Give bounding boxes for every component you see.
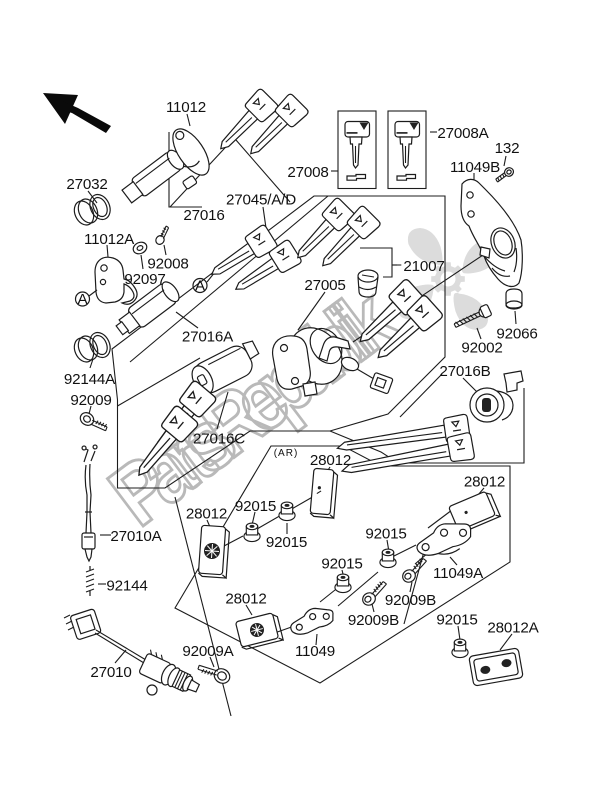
svg-text:92009A: 92009A	[182, 643, 234, 660]
svg-text:27008: 27008	[287, 164, 328, 181]
svg-text:27010: 27010	[90, 664, 131, 681]
svg-text:11012: 11012	[166, 99, 206, 116]
svg-text:–: –	[393, 256, 402, 273]
svg-text:92015: 92015	[235, 498, 276, 515]
svg-text:92009: 92009	[70, 392, 111, 409]
svg-text:92097: 92097	[124, 271, 165, 288]
svg-text:27005: 27005	[304, 277, 345, 294]
svg-text:A: A	[195, 278, 206, 295]
svg-text:27032: 27032	[66, 176, 107, 193]
svg-text:28012A: 28012A	[487, 620, 539, 637]
svg-text:92015: 92015	[436, 612, 477, 629]
svg-text:28012: 28012	[186, 506, 227, 523]
svg-text:27016C: 27016C	[193, 431, 245, 448]
svg-text:27045/A/D: 27045/A/D	[226, 192, 296, 209]
svg-text:27008A: 27008A	[437, 125, 489, 142]
svg-text:27016A: 27016A	[182, 329, 234, 346]
svg-text:A: A	[78, 291, 89, 308]
svg-text:28012: 28012	[464, 474, 505, 491]
svg-text:11049B: 11049B	[450, 159, 500, 176]
svg-text:92008: 92008	[147, 256, 188, 273]
svg-text:92015: 92015	[266, 534, 307, 551]
svg-text:(AR): (AR)	[274, 448, 299, 459]
svg-text:28012: 28012	[310, 452, 351, 469]
svg-text:27016B: 27016B	[439, 363, 490, 380]
svg-text:92144A: 92144A	[64, 371, 116, 388]
svg-text:11049: 11049	[295, 643, 335, 660]
svg-text:92009B: 92009B	[348, 612, 399, 629]
svg-text:92015: 92015	[365, 526, 406, 543]
svg-text:92144: 92144	[106, 578, 147, 595]
svg-text:132: 132	[495, 140, 520, 157]
svg-text:11049A: 11049A	[433, 565, 484, 582]
svg-text:92015: 92015	[321, 556, 362, 573]
svg-text:27016: 27016	[183, 207, 224, 224]
svg-text:21007: 21007	[403, 258, 444, 275]
svg-text:11012A: 11012A	[84, 231, 135, 248]
svg-text:92009B: 92009B	[385, 592, 436, 609]
svg-text:92066: 92066	[496, 326, 537, 343]
svg-text:28012: 28012	[225, 591, 266, 608]
svg-text:27010A: 27010A	[110, 528, 162, 545]
svg-text:92002: 92002	[461, 340, 502, 357]
